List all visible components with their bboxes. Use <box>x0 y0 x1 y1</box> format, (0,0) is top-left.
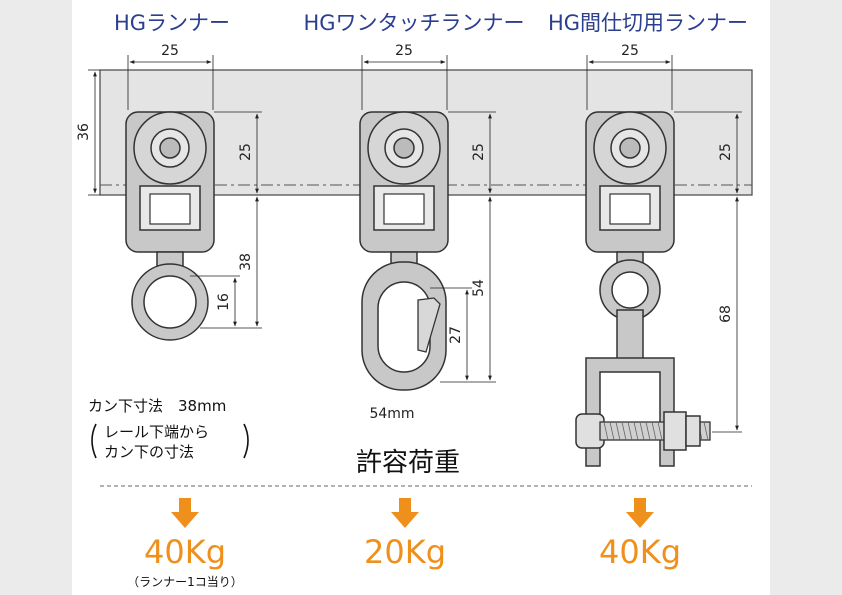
runner-title-partition: HG間仕切用ランナー <box>548 11 748 35</box>
rail-height-label: 36 <box>76 123 92 141</box>
load-heading: 許容荷重 <box>356 448 460 478</box>
rail-height-dimension: 36 <box>76 69 100 196</box>
runner-hg-drop-label: 38 <box>238 253 254 271</box>
load-value-one-touch: 20Kg <box>364 533 446 571</box>
runner-one-touch-width-label: 25 <box>395 43 413 59</box>
runner-one-touch-drop-label: 54 <box>471 279 487 297</box>
runner-one-touch-hook-width-label: 54mm <box>369 406 414 422</box>
runner-partition-width-label: 25 <box>621 43 639 59</box>
runner-partition-wheel-label: 25 <box>718 143 734 161</box>
kan-note-line3: カン下の寸法 <box>104 443 194 461</box>
kan-note-line1: カン下寸法 38mm <box>88 397 226 415</box>
runner-one-touch-hook-label: 27 <box>448 326 464 344</box>
load-arrow-one-touch <box>391 498 419 528</box>
load-arrow-partition <box>626 498 654 528</box>
kan-note-line2: レール下端から <box>104 423 209 441</box>
runner-one-touch: 25 25 54 27 54mm <box>359 43 496 422</box>
runner-partition: 25 25 68 <box>575 43 742 467</box>
runner-title-one-touch: HGワンタッチランナー <box>303 11 524 35</box>
runner-one-touch-wheel-label: 25 <box>471 143 487 161</box>
load-value-hg: 40Kg <box>144 533 226 571</box>
load-footnote: （ランナー1コ当り） <box>127 575 243 589</box>
load-value-partition: 40Kg <box>599 533 681 571</box>
load-arrow-hg <box>171 498 199 528</box>
kan-dimension-note: カン下寸法 38mm レール下端から カン下の寸法 <box>88 397 249 461</box>
runner-hg: 25 25 38 16 <box>125 43 262 341</box>
runner-hg-ring-label: 16 <box>216 293 232 311</box>
runner-hg-wheel-label: 25 <box>238 143 254 161</box>
runner-partition-drop-label: 68 <box>718 305 734 323</box>
runner-title-hg: HGランナー <box>114 11 230 35</box>
runner-hg-width-label: 25 <box>161 43 179 59</box>
